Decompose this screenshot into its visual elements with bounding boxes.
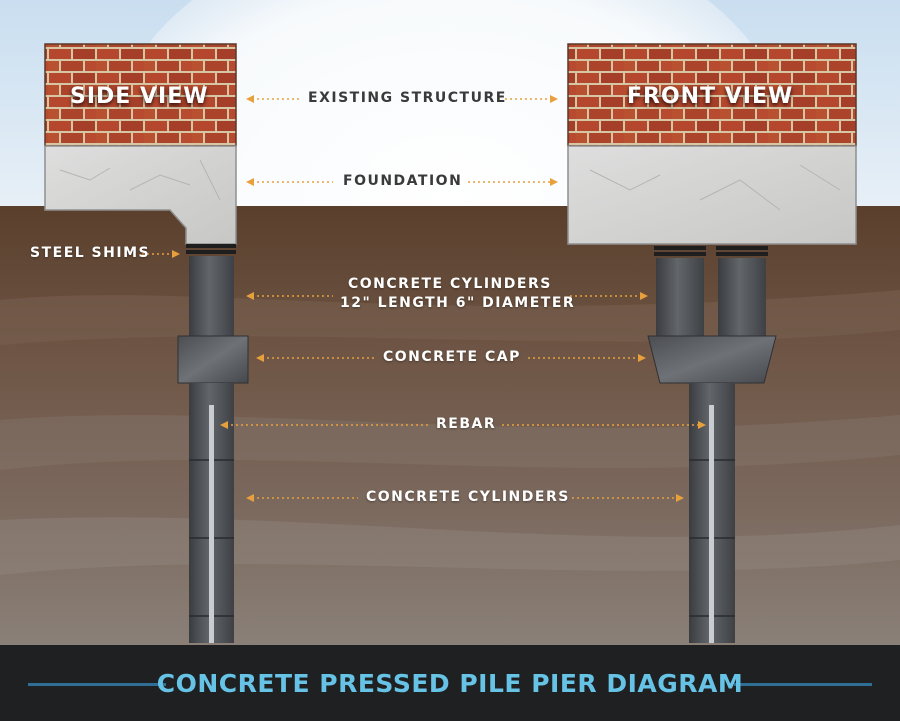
- label-foundation: FOUNDATION: [343, 173, 463, 189]
- callout-lines: [142, 98, 700, 499]
- side-brick-wall: [44, 43, 237, 147]
- label-existing-structure: EXISTING STRUCTURE: [308, 90, 507, 106]
- front-upper-cylinder: [656, 258, 704, 336]
- front-concrete-cap: [647, 335, 777, 384]
- callout-arrowheads: [172, 95, 706, 502]
- footer-rule-left: [28, 683, 166, 686]
- front-steel-shim: [716, 246, 768, 250]
- side-steel-shim: [186, 244, 236, 248]
- label-cylinder-dimensions: 12" LENGTH 6" DIAMETER: [340, 295, 576, 311]
- side-steel-shim: [186, 250, 236, 254]
- side-upper-cylinder: [189, 256, 234, 336]
- side-rebar: [209, 405, 214, 643]
- concrete-crack: [59, 159, 221, 201]
- front-view-title: FRONT VIEW: [627, 84, 794, 109]
- front-rebar: [709, 405, 714, 643]
- label-steel-shims: STEEL SHIMS: [30, 245, 151, 261]
- footer-rule-right: [734, 683, 872, 686]
- label-concrete-cap: CONCRETE CAP: [383, 349, 521, 365]
- front-foundation: [567, 145, 857, 245]
- label-rebar: REBAR: [436, 416, 497, 432]
- label-concrete-cylinders-top: CONCRETE CYLINDERS: [348, 276, 552, 292]
- side-concrete-cap: [177, 335, 249, 384]
- label-concrete-cylinders: CONCRETE CYLINDERS: [366, 489, 570, 505]
- side-foundation: [44, 145, 237, 245]
- front-brick-wall: [567, 43, 857, 147]
- side-view-structure: [44, 43, 249, 643]
- front-steel-shim: [716, 252, 768, 256]
- front-view-structure: [567, 43, 857, 643]
- footer-bar: CONCRETE PRESSED PILE PIER DIAGRAM: [0, 645, 900, 721]
- front-steel-shim: [654, 252, 706, 256]
- pile-pier-illustration: [0, 0, 900, 645]
- concrete-crack: [589, 164, 841, 211]
- side-view-title: SIDE VIEW: [70, 84, 209, 109]
- front-upper-cylinder: [718, 258, 766, 336]
- front-steel-shim: [654, 246, 706, 250]
- diagram-title: CONCRETE PRESSED PILE PIER DIAGRAM: [156, 669, 744, 698]
